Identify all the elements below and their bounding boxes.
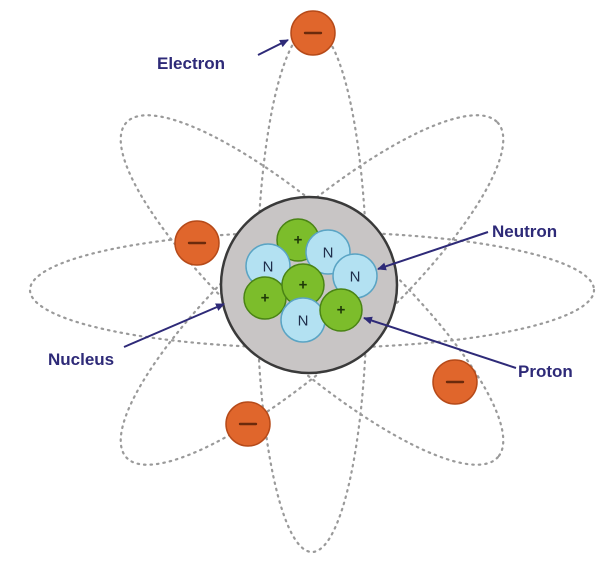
- electron-pointer-arrow: [258, 40, 288, 55]
- neutron-label: Neutron: [492, 222, 557, 241]
- nucleus: + N N N + + N +: [221, 197, 397, 373]
- electron-top: [291, 11, 335, 55]
- proton-label: Proton: [518, 362, 573, 381]
- electron-left: [175, 221, 219, 265]
- neutron-letter: N: [298, 313, 309, 330]
- proton-right-bottom: +: [320, 289, 362, 331]
- nucleus-label: Nucleus: [48, 350, 114, 369]
- neutron-letter: N: [350, 269, 361, 286]
- electron-bottom: [226, 402, 270, 446]
- neutron-letter: N: [263, 259, 274, 276]
- neutron-letter: N: [323, 245, 334, 262]
- proton-sign: +: [337, 302, 346, 319]
- electron-right: [433, 360, 477, 404]
- neutron-bottom: N: [281, 298, 325, 342]
- proton-sign: +: [261, 290, 270, 307]
- electron-label: Electron: [157, 54, 225, 73]
- proton-left-bottom: +: [244, 277, 286, 319]
- proton-sign: +: [294, 232, 303, 249]
- proton-sign: +: [299, 277, 308, 294]
